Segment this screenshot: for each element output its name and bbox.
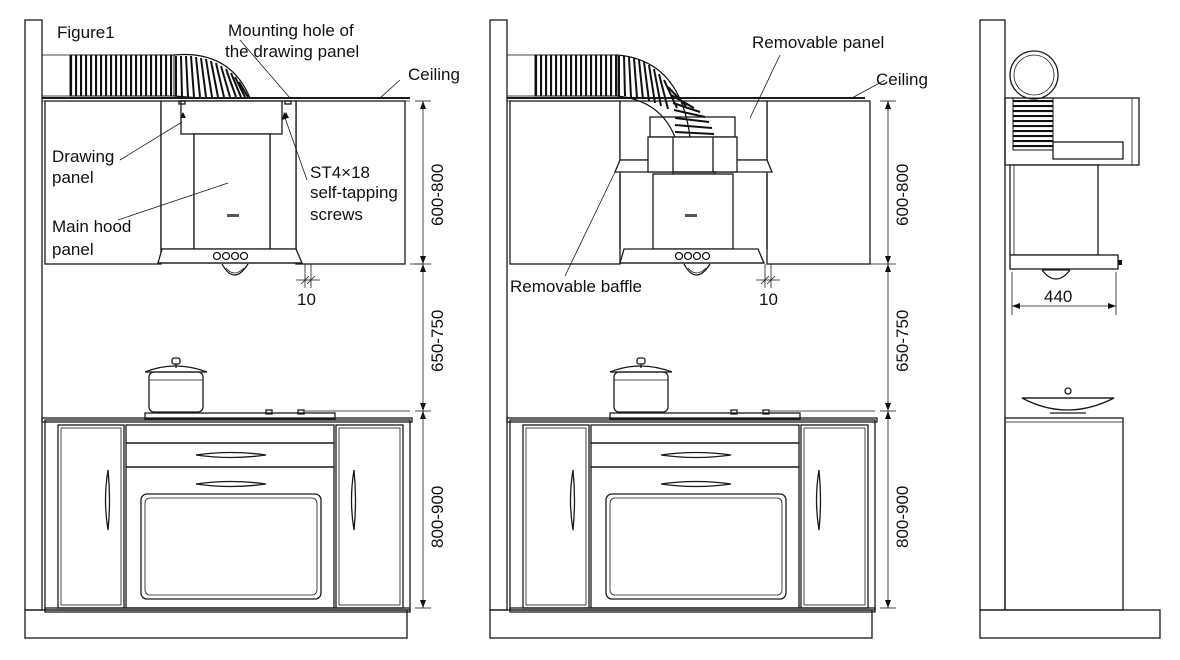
- side-floor: [979, 609, 1161, 639]
- main-hood-label-1: Main hood: [52, 217, 131, 236]
- drawing-panel: [180, 100, 283, 135]
- dim-counter-b: 800-900: [893, 486, 912, 548]
- side-duct: [1009, 50, 1059, 100]
- drawing-panel-label-1: Drawing: [52, 147, 114, 166]
- side-counter: [1004, 417, 1124, 611]
- gap-label-a: 10: [297, 290, 316, 309]
- removable-panel-label: Removable panel: [752, 33, 884, 52]
- removable-baffle-label: Removable baffle: [510, 277, 642, 296]
- dim-hob-b: 650-750: [893, 310, 912, 372]
- drawing-panel-label-2: panel: [52, 168, 94, 187]
- mounting-hole-label-2: the drawing panel: [225, 42, 359, 61]
- screws-label-2: self-tapping: [310, 183, 398, 202]
- screws-label-1: ST4×18: [310, 163, 370, 182]
- dim-counter-a: 800-900: [428, 486, 447, 548]
- gap-label-b: 10: [759, 290, 778, 309]
- wall: [24, 19, 43, 611]
- dim-hob-a: 650-750: [428, 310, 447, 372]
- panel-front-view-b: Removable panel Ceiling Removable baffle…: [489, 19, 928, 639]
- main-hood-label-2: panel: [52, 240, 94, 259]
- side-wok: [1021, 397, 1115, 411]
- panel-side-view: 440: [979, 19, 1161, 639]
- ceiling-label-a: Ceiling: [408, 65, 460, 84]
- dim-hood-a: 600-800: [428, 164, 447, 226]
- mounting-hole-left: [178, 100, 186, 105]
- main-hood-panel: [193, 133, 271, 250]
- mounting-hole-right: [284, 100, 292, 105]
- flexible-duct: [173, 53, 251, 99]
- screws-label-3: screws: [310, 205, 363, 224]
- figure-label: Figure1: [57, 23, 115, 42]
- panel-front-view-a: Figure1 Mounting hole of the drawing pan…: [24, 19, 460, 639]
- dim-hood-b: 600-800: [893, 164, 912, 226]
- side-wall: [979, 19, 1006, 611]
- ceiling-label-b: Ceiling: [876, 70, 928, 89]
- floor: [24, 609, 408, 639]
- depth-label: 440: [1044, 287, 1072, 306]
- mounting-hole-label-1: Mounting hole of: [228, 21, 354, 40]
